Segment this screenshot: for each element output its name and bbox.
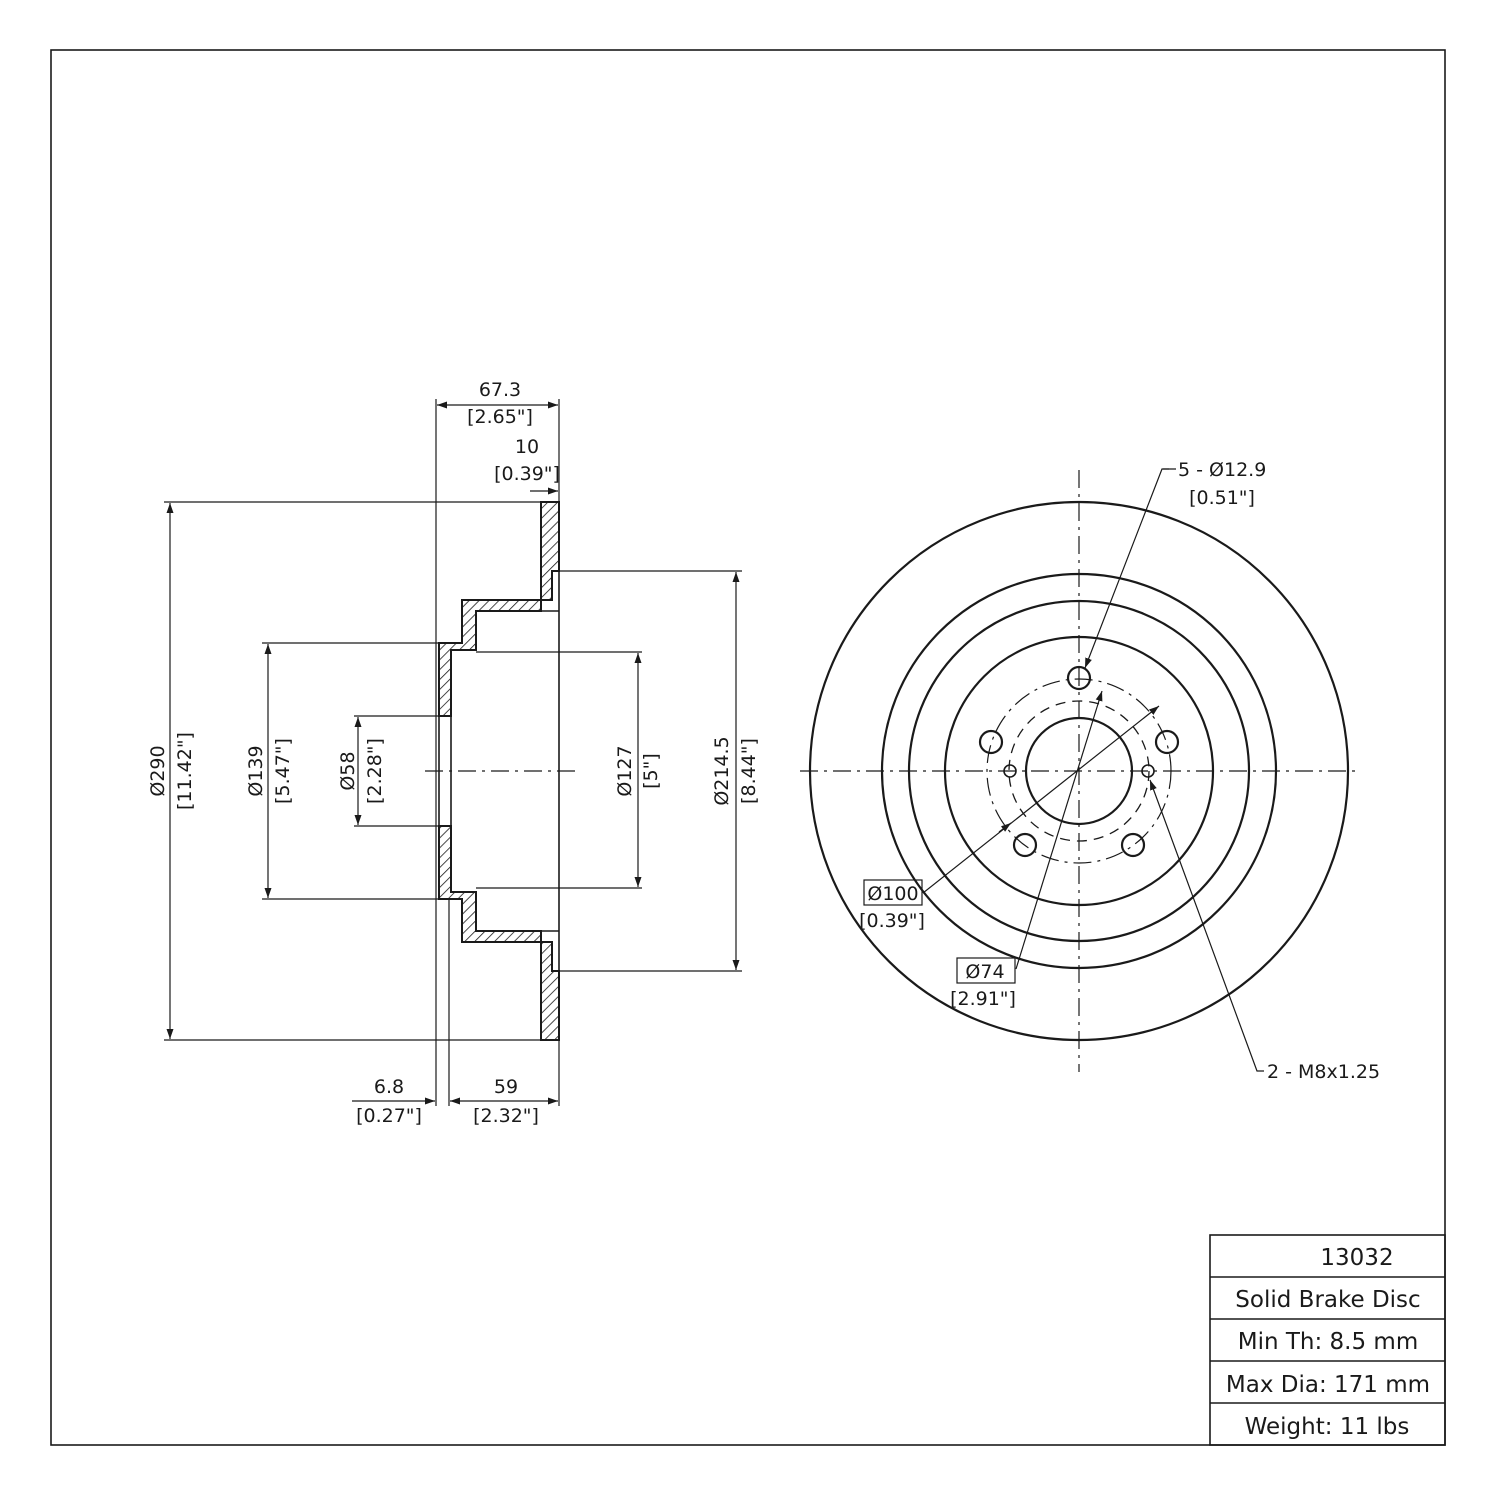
- dim-hat-dia-mm: Ø139: [245, 745, 267, 796]
- dim-inner-hat-mm: Ø127: [614, 745, 636, 796]
- dim-overall-width-in: [2.65"]: [467, 406, 533, 428]
- dim-hat-height-in: [2.32"]: [473, 1105, 539, 1127]
- dim-bore-mm: Ø58: [337, 751, 359, 790]
- bolt-circle: [986, 678, 1172, 864]
- outer-rim-circle: [808, 500, 1350, 1042]
- pilot-callout-box: [956, 957, 1016, 984]
- dim-friction-inner-in: [8.44"]: [738, 738, 760, 804]
- dim-overall-width-mm: 67.3: [479, 379, 521, 401]
- threaded-hole-right: [1141, 764, 1155, 778]
- friction-inner-circle: [880, 572, 1278, 970]
- dim-disc-thickness-mm: 10: [515, 436, 539, 458]
- bolt-hole-4: [1012, 832, 1038, 858]
- min-thickness: Min Th: 8.5 mm: [1238, 1329, 1419, 1355]
- friction-ring-top: [540, 501, 560, 601]
- max-diameter: Max Dia: 171 mm: [1226, 1372, 1430, 1398]
- bolt-circle-callout-in: [0.39"]: [859, 910, 925, 932]
- front-view: 5 - Ø12.9 [0.51"] Ø100 [0.39"] Ø74 [2.91…: [800, 459, 1380, 1083]
- weight: Weight: 11 lbs: [1245, 1414, 1410, 1440]
- dim-bore-in: [2.28"]: [364, 738, 386, 804]
- bolt-holes-callout-in: [0.51"]: [1189, 487, 1255, 509]
- dim-hat-dia-in: [5.47"]: [272, 738, 294, 804]
- pilot-callout-in: [2.91"]: [950, 988, 1016, 1010]
- pilot-hidden-circle: [1008, 700, 1150, 842]
- threaded-holes-callout: 2 - M8x1.25: [1267, 1061, 1380, 1083]
- bolt-hole-1: [1066, 665, 1092, 691]
- dim-friction-inner-mm: Ø214.5: [711, 736, 733, 805]
- leader-bolt-holes: [1084, 468, 1176, 669]
- dim-od-mm: Ø290: [147, 745, 169, 796]
- dim-disc-thickness-in: [0.39"]: [494, 463, 560, 485]
- side-section-view: 67.3 [2.65"] 10 [0.39"] Ø290 [11.42"] Ø1…: [147, 379, 760, 1127]
- leader-bolt-circle: [922, 705, 1160, 894]
- bolt-circle-callout: Ø100: [867, 883, 918, 905]
- dim-hub-thickness-mm: 6.8: [374, 1076, 404, 1098]
- bolt-holes-callout: 5 - Ø12.9: [1178, 459, 1266, 481]
- dim-inner-hat-in: [5"]: [640, 753, 662, 789]
- leader-pilot: [1015, 690, 1103, 970]
- center-bore-circle: [1024, 716, 1134, 826]
- bolt-hole-2: [1154, 729, 1180, 755]
- hat-section-bottom: [438, 825, 542, 943]
- hat-outer-circle: [907, 599, 1251, 943]
- title-block: 13032 Solid Brake Disc Min Th: 8.5 mm Ma…: [1209, 1234, 1446, 1446]
- bolt-hole-3: [1120, 832, 1146, 858]
- dim-hub-thickness-in: [0.27"]: [356, 1105, 422, 1127]
- hat-section-top: [438, 599, 542, 717]
- part-number: 13032: [1320, 1245, 1393, 1271]
- leader-threaded-holes: [1149, 779, 1264, 1072]
- part-description: Solid Brake Disc: [1235, 1287, 1420, 1313]
- friction-ring-bottom: [540, 941, 560, 1041]
- dim-hat-height-mm: 59: [494, 1076, 518, 1098]
- bolt-hole-5: [978, 729, 1004, 755]
- dim-od-in: [11.42"]: [174, 732, 196, 810]
- leader-bolt-circle-ext: [998, 822, 1012, 833]
- threaded-hole-left: [1003, 764, 1017, 778]
- drawing-border: [50, 49, 1446, 1446]
- pilot-callout: Ø74: [965, 961, 1004, 983]
- bolt-circle-callout-box: [863, 879, 923, 906]
- hat-face-circle: [943, 635, 1215, 907]
